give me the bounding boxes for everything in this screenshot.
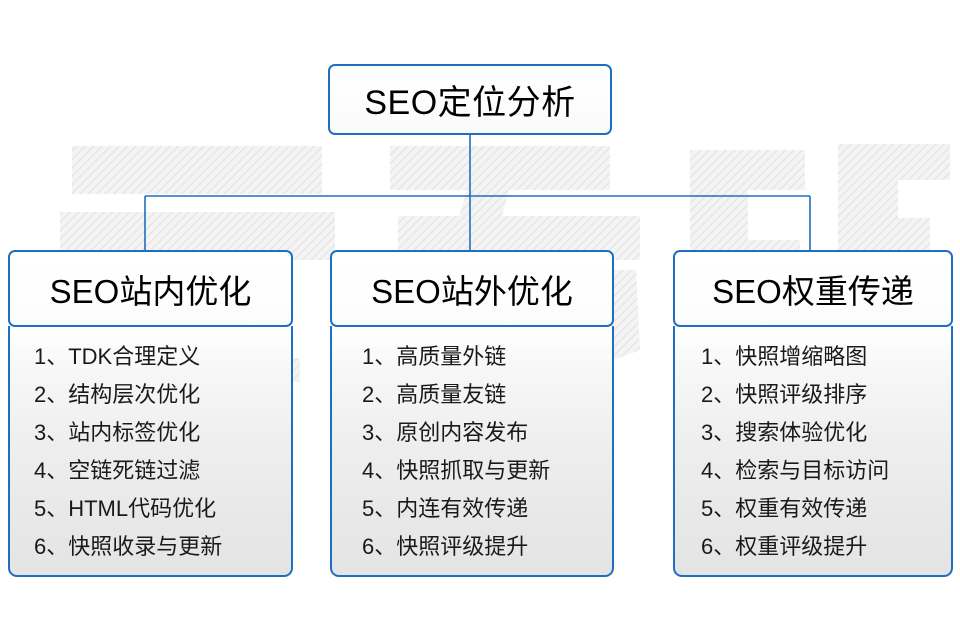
list-item[interactable]: 6、快照评级提升 [362,534,529,559]
list-item[interactable]: 1、快照增缩略图 [701,344,868,369]
list-item[interactable]: 3、站内标签优化 [34,420,201,445]
column-seo-onsite: SEO站内优化 1、TDK合理定义 2、结构层次优化 3、站内标签优化 4、空链… [8,250,293,577]
column-header-seo-weight-transfer[interactable]: SEO权重传递 [673,250,953,327]
list-item[interactable]: 4、检索与目标访问 [701,458,890,483]
list-item[interactable]: 2、快照评级排序 [701,382,868,407]
root-node[interactable]: SEO定位分析 [328,64,612,135]
column-list-seo-offsite: 1、高质量外链 2、高质量友链 3、原创内容发布 4、快照抓取与更新 5、内连有… [330,326,614,577]
column-list-seo-onsite: 1、TDK合理定义 2、结构层次优化 3、站内标签优化 4、空链死链过滤 5、H… [8,326,293,577]
list-item[interactable]: 2、高质量友链 [362,382,507,407]
column-seo-weight-transfer: SEO权重传递 1、快照增缩略图 2、快照评级排序 3、搜索体验优化 4、检索与… [673,250,953,577]
column-header-label: SEO站内优化 [49,272,252,310]
list-item[interactable]: 6、快照收录与更新 [34,534,223,559]
list-item[interactable]: 4、空链死链过滤 [34,458,201,483]
column-header-seo-offsite[interactable]: SEO站外优化 [330,250,614,327]
list-item[interactable]: 5、权重有效传递 [701,496,868,521]
column-seo-offsite: SEO站外优化 1、高质量外链 2、高质量友链 3、原创内容发布 4、快照抓取与… [330,250,614,577]
column-header-seo-onsite[interactable]: SEO站内优化 [8,250,293,327]
list-item[interactable]: 1、高质量外链 [362,344,507,369]
column-header-label: SEO站外优化 [371,272,573,310]
list-item[interactable]: 6、权重评级提升 [701,534,868,559]
list-item[interactable]: 5、内连有效传递 [362,496,529,521]
list-item[interactable]: 5、HTML代码优化 [34,496,217,521]
column-header-label: SEO权重传递 [712,272,914,310]
list-item[interactable]: 3、原创内容发布 [362,420,529,445]
list-item[interactable]: 3、搜索体验优化 [701,420,868,445]
column-list-seo-weight-transfer: 1、快照增缩略图 2、快照评级排序 3、搜索体验优化 4、检索与目标访问 5、权… [673,326,953,577]
list-item[interactable]: 1、TDK合理定义 [34,344,201,369]
list-item[interactable]: 2、结构层次优化 [34,382,201,407]
root-node-label: SEO定位分析 [364,84,576,122]
list-item[interactable]: 4、快照抓取与更新 [362,458,551,483]
